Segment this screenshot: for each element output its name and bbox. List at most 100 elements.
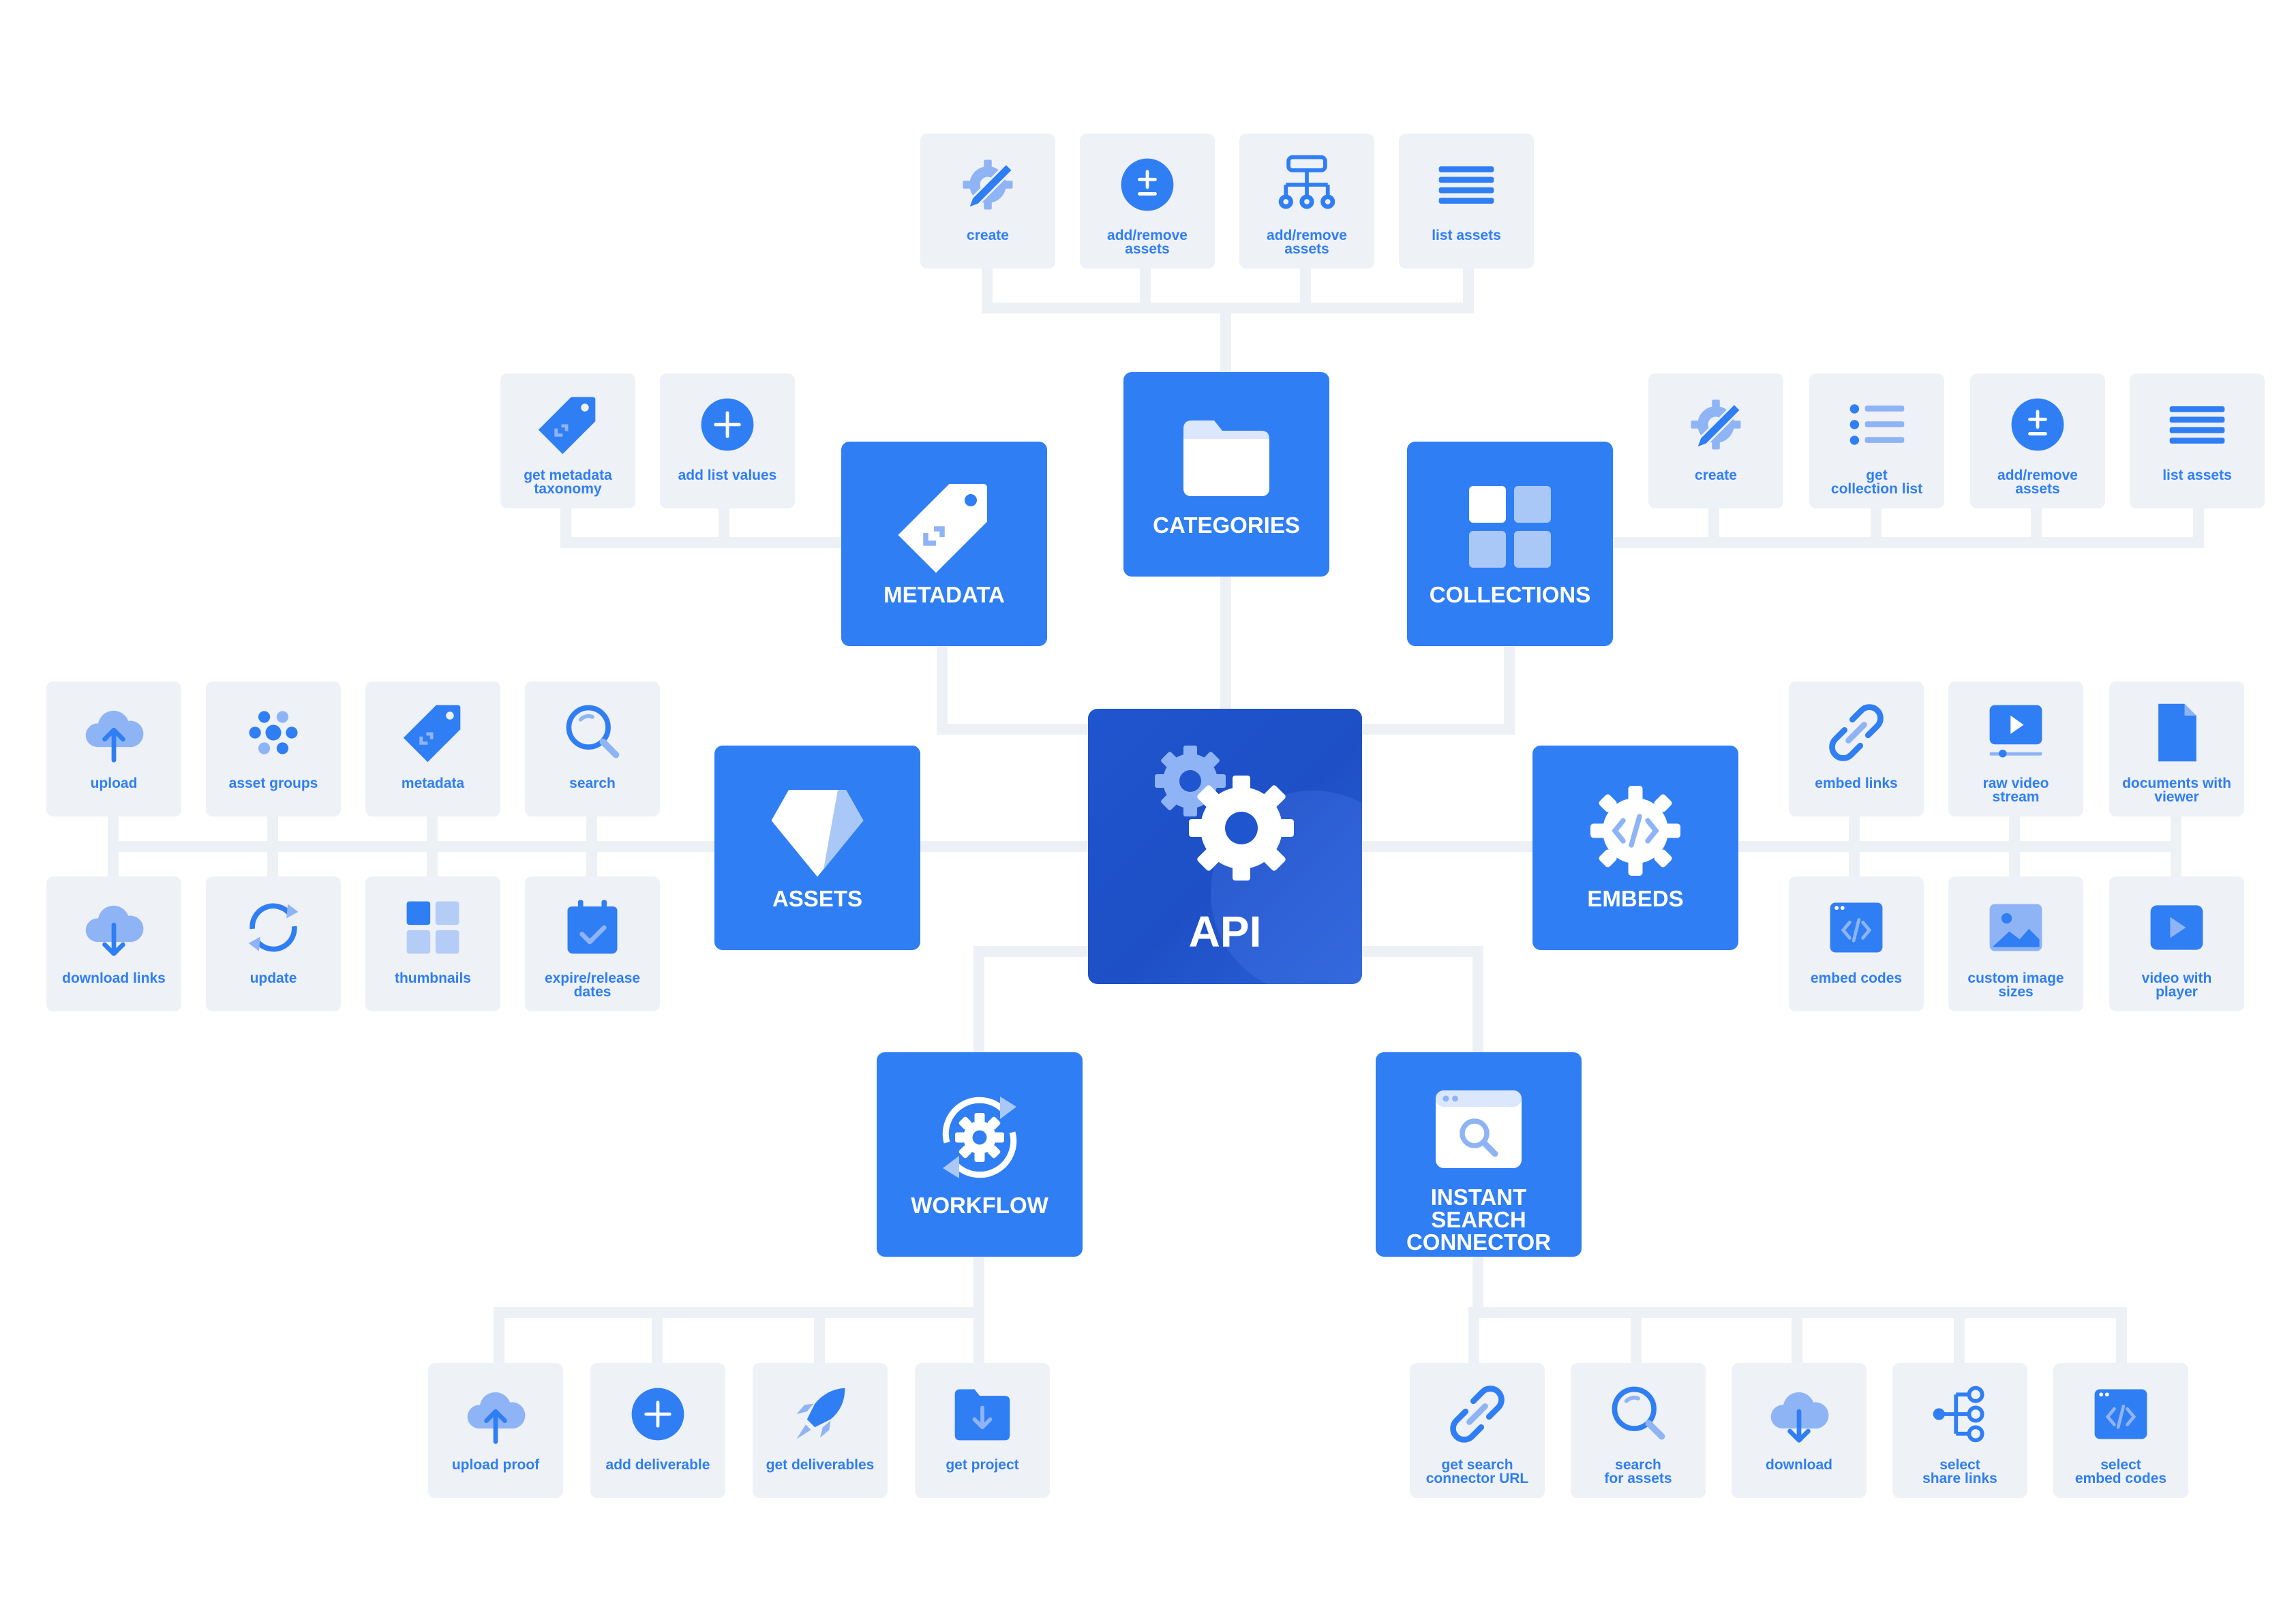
assets-item-update[interactable]: update xyxy=(206,876,341,1011)
grid-icon xyxy=(1469,486,1551,568)
assets-item-search[interactable]: search xyxy=(525,682,660,816)
categories-item-label: add/remove assets xyxy=(1107,228,1188,257)
tag-icon xyxy=(898,484,987,573)
plus-minus-icon xyxy=(1121,158,1174,211)
calendar-check-icon xyxy=(567,900,618,954)
collections-item-create[interactable]: create xyxy=(1648,373,1783,508)
metadata-item-get-taxonomy[interactable]: get metadata taxonomy xyxy=(500,373,635,508)
hub-metadata-label: METADATA xyxy=(883,582,1005,607)
search-item-share-links[interactable]: select share links xyxy=(1892,1363,2027,1498)
workflow-item-label: get deliverables xyxy=(766,1457,875,1473)
workflow-item-get-deliverables[interactable]: get deliverables xyxy=(753,1363,888,1498)
metadata-item-add-list-values[interactable]: add list values xyxy=(660,373,795,508)
dots-cluster-icon xyxy=(249,711,298,754)
embeds-item-documents[interactable]: documents with viewer xyxy=(2109,682,2244,816)
assets-item-upload[interactable]: upload xyxy=(46,682,181,816)
hub-collections[interactable]: COLLECTIONS xyxy=(1407,442,1613,646)
api-label: API xyxy=(1188,907,1262,956)
image-icon xyxy=(1989,904,2042,951)
hub-categories[interactable]: CATEGORIES xyxy=(1123,372,1329,577)
search-item-search-assets[interactable]: search for assets xyxy=(1571,1363,1706,1498)
refresh-icon xyxy=(248,903,299,952)
assets-item-thumbnails[interactable]: thumbnails xyxy=(365,876,500,1011)
search-icon xyxy=(566,705,620,759)
search-item-download[interactable]: download xyxy=(1732,1363,1867,1498)
tag-icon xyxy=(538,397,596,455)
code-gear-icon xyxy=(1590,786,1680,876)
gears-icon xyxy=(1155,746,1294,881)
hub-assets[interactable]: ASSETS xyxy=(714,746,920,950)
hub-collections-label: COLLECTIONS xyxy=(1429,582,1591,607)
plus-circle-icon xyxy=(701,398,754,451)
folder-icon xyxy=(1183,420,1269,496)
categories-item-list-assets[interactable]: list assets xyxy=(1399,134,1534,269)
search-item-label: download xyxy=(1766,1457,1832,1473)
collections-item-add-remove[interactable]: add/remove assets xyxy=(1970,373,2105,508)
api-center-node[interactable]: API xyxy=(1088,709,1362,984)
assets-item-label: metadata xyxy=(401,776,465,791)
assets-item-download-links[interactable]: download links xyxy=(46,876,181,1011)
categories-item-create[interactable]: create xyxy=(920,134,1055,269)
embeds-item-label: custom image sizes xyxy=(1967,970,2064,1000)
search-item-connector-url[interactable]: get search connector URL xyxy=(1410,1363,1545,1498)
list-icon xyxy=(1438,166,1494,204)
diamond-icon xyxy=(771,790,864,877)
tag-icon xyxy=(403,705,461,763)
hub-instant-search[interactable]: INSTANT SEARCH CONNECTOR xyxy=(1376,1052,1582,1257)
embeds-item-embed-links[interactable]: embed links xyxy=(1789,682,1924,816)
assets-item-label: thumbnails xyxy=(394,970,471,986)
assets-item-label: download links xyxy=(62,970,166,986)
browser-search-icon xyxy=(1436,1090,1522,1168)
sync-gear-icon xyxy=(942,1097,1017,1178)
workflow-item-add-deliverable[interactable]: add deliverable xyxy=(590,1363,725,1498)
workflow-item-get-project[interactable]: get project xyxy=(915,1363,1050,1498)
embeds-item-raw-video[interactable]: raw video stream xyxy=(1948,682,2083,816)
search-item-label: select share links xyxy=(1922,1457,1997,1486)
embeds-item-video-player[interactable]: video with player xyxy=(2109,876,2244,1011)
video-stream-icon xyxy=(1989,705,2042,758)
hub-embeds-label: EMBEDS xyxy=(1587,886,1684,911)
assets-item-metadata[interactable]: metadata xyxy=(365,682,500,816)
hub-workflow-label: WORKFLOW xyxy=(911,1193,1048,1218)
list-icon xyxy=(2169,406,2225,444)
assets-item-label: search xyxy=(569,776,616,791)
hub-metadata[interactable]: METADATA xyxy=(841,442,1047,646)
search-item-label: select embed codes xyxy=(2074,1457,2167,1486)
collections-item-get-list[interactable]: get collection list xyxy=(1809,373,1944,508)
workflow-item-label: add deliverable xyxy=(605,1457,710,1473)
search-icon xyxy=(1612,1386,1665,1440)
search-item-embed-codes[interactable]: select embed codes xyxy=(2053,1363,2188,1498)
link-icon xyxy=(1450,1386,1505,1443)
edit-gear-icon xyxy=(963,159,1014,211)
play-icon xyxy=(2150,905,2203,950)
metadata-item-label: get metadata taxonomy xyxy=(524,468,612,497)
browser-code-icon xyxy=(2094,1389,2147,1439)
assets-item-asset-groups[interactable]: asset groups xyxy=(206,682,341,816)
categories-item-label: add/remove assets xyxy=(1267,228,1347,257)
share-nodes-icon xyxy=(1933,1386,1984,1443)
hierarchy-icon xyxy=(1278,155,1335,209)
assets-item-expire-release[interactable]: expire/release dates xyxy=(525,876,660,1011)
collections-item-list-assets[interactable]: list assets xyxy=(2130,373,2265,508)
hub-embeds[interactable]: EMBEDS xyxy=(1532,746,1738,950)
categories-item-hierarchy[interactable]: add/remove assets xyxy=(1239,134,1374,269)
collections-item-label: create xyxy=(1695,468,1737,483)
cloud-download-icon xyxy=(85,905,144,956)
embeds-item-label: raw video stream xyxy=(1982,776,2049,805)
workflow-item-upload-proof[interactable]: upload proof xyxy=(428,1363,563,1498)
collections-item-label: get collection list xyxy=(1830,468,1923,497)
embeds-item-custom-image[interactable]: custom image sizes xyxy=(1948,876,2083,1011)
assets-item-label: expire/release dates xyxy=(544,970,641,1000)
collections-item-label: list assets xyxy=(2162,468,2232,483)
embeds-item-embed-codes[interactable]: embed codes xyxy=(1789,876,1924,1011)
plus-circle-icon xyxy=(631,1388,684,1441)
assets-item-label: update xyxy=(250,970,297,986)
embeds-item-label: embed links xyxy=(1815,776,1898,791)
document-icon xyxy=(2158,703,2196,762)
hub-workflow[interactable]: WORKFLOW xyxy=(877,1052,1083,1257)
hub-instant-search-label: INSTANT SEARCH CONNECTOR xyxy=(1406,1184,1552,1255)
browser-code-icon xyxy=(1830,902,1883,953)
categories-item-add-remove[interactable]: add/remove assets xyxy=(1080,134,1215,269)
embeds-item-label: documents with viewer xyxy=(2122,776,2231,805)
